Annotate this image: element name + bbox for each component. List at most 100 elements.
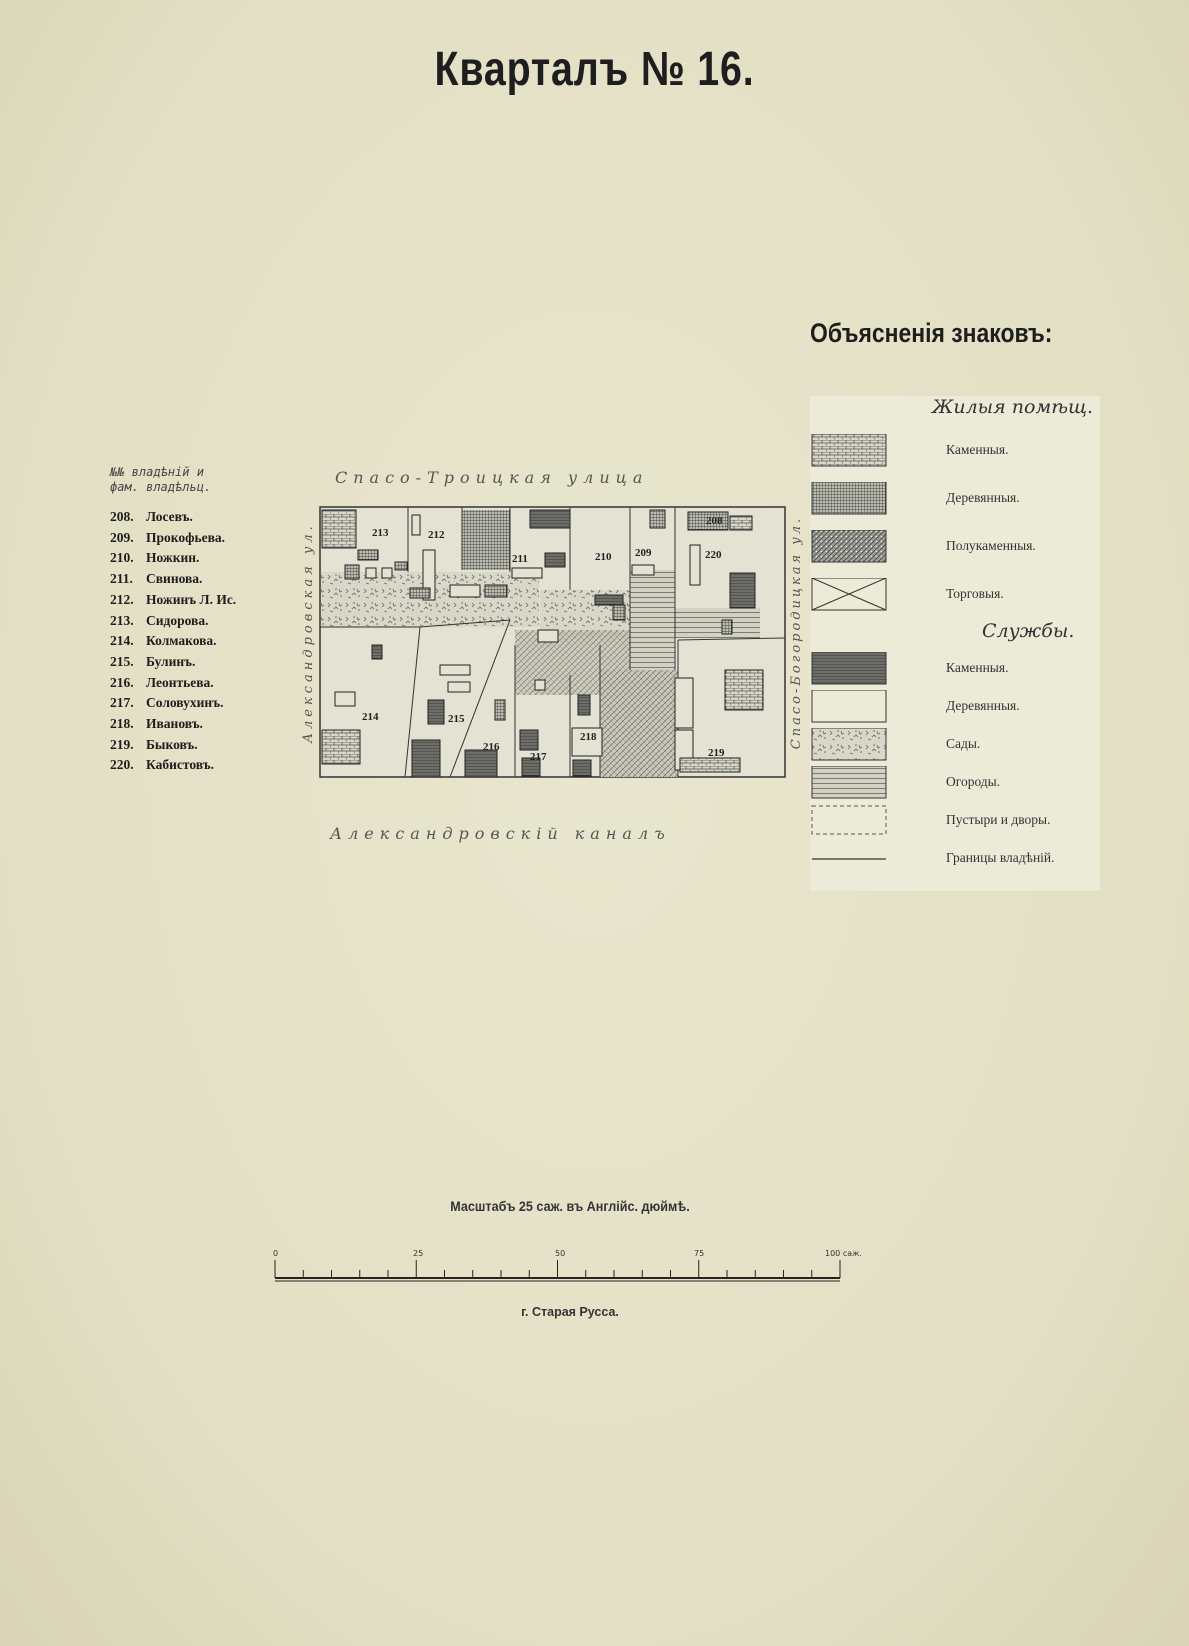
legend-item-vegetable: Огороды.: [810, 766, 1100, 800]
owner-number: 214.: [110, 633, 134, 649]
legend-label: Границы владѣній.: [946, 850, 1055, 865]
swatch-vacant: [811, 805, 887, 835]
legend-label: Каменныя.: [946, 442, 1009, 457]
legend-title: Объясненія знаковъ:: [810, 318, 1053, 348]
legend-label: Пустыри и дворы.: [946, 812, 1051, 827]
lot-number: 208: [706, 515, 723, 527]
owner-row: 214. Колмакова.: [110, 631, 280, 652]
owner-row: 213. Сидорова.: [110, 611, 280, 632]
owner-number: 210.: [110, 550, 134, 566]
legend-panel: Жилыя помѣщ. Каменныя. Деревянныя. Полук…: [810, 396, 1100, 891]
legend-item-res-stone: Каменныя.: [810, 434, 1100, 468]
lot-number: 218: [580, 731, 597, 743]
scale-tick-label: 25: [413, 1249, 423, 1258]
swatch-gardens: [811, 728, 887, 761]
owner-row: 209.Прокофьева.: [110, 528, 280, 549]
lot-number: 217: [530, 751, 547, 763]
swatch-svc-stone: [811, 652, 887, 685]
owner-row: 215. Булинъ.: [110, 652, 280, 673]
lot-number: 215: [448, 713, 465, 725]
lot-numbers: 213 212 211 210 209 208 220 214 215 216 …: [362, 515, 725, 763]
owner-name: Лосевъ.: [146, 509, 193, 524]
owner-number: 211.: [110, 571, 133, 587]
owner-number: 212.: [110, 591, 134, 607]
owner-row: 208. Лосевъ.: [110, 507, 280, 528]
owner-number: 220.: [110, 757, 134, 773]
owner-number: 218.: [110, 716, 134, 732]
owners-header-line2: фам. владѣльц.: [110, 480, 212, 494]
owner-number: 219.: [110, 736, 134, 752]
scale-tick-label: 75: [694, 1249, 704, 1258]
owner-name: Колмакова.: [146, 633, 217, 649]
swatch-res-stone: [811, 434, 887, 467]
legend-label: Торговыя.: [946, 586, 1004, 601]
legend-item-vacant: Пустыри и дворы.: [810, 804, 1100, 838]
swatch-borders: [812, 858, 886, 860]
scale-tick-label: 0: [273, 1249, 278, 1258]
owner-row: 217. Соловухинъ.: [110, 693, 280, 714]
legend-label: Деревянныя.: [946, 698, 1020, 713]
legend: Объясненія знаковъ: Жилыя помѣщ. Каменны…: [810, 318, 1100, 891]
vegetable-area: [660, 608, 760, 638]
lot-number: 220: [705, 549, 722, 561]
map-drawing: 213 212 211 210 209 208 220 214 215 216 …: [319, 506, 786, 778]
swatch-res-semi: [811, 530, 887, 563]
street-bottom-label: Александровскій каналъ: [330, 824, 671, 843]
owner-row: 220. Кабистовъ.: [110, 755, 280, 776]
lot-number: 214: [362, 711, 379, 723]
lot-number: 213: [372, 527, 389, 539]
owner-name: Соловухинъ.: [146, 695, 224, 711]
legend-label: Каменныя.: [946, 660, 1009, 675]
scale-title: Масштабъ 25 саж. въ Англійс. дюймѣ.: [450, 1198, 690, 1214]
owner-name: Леонтьева.: [146, 674, 214, 690]
owner-name: Ивановъ.: [146, 716, 203, 732]
owner-row: 218. Ивановъ.: [110, 714, 280, 735]
owner-name: Быковъ.: [146, 736, 198, 752]
owner-row: 212.Ножинъ Л. Ис.: [110, 590, 280, 611]
legend-label: Огороды.: [946, 774, 1001, 789]
lot-number: 216: [483, 741, 500, 753]
scale-ruler: 0 25 50 75 100 саж.: [273, 1249, 862, 1282]
scale-tick-label: 50: [555, 1249, 565, 1258]
owner-number: 208.: [110, 509, 134, 524]
owner-number: 216.: [110, 674, 134, 690]
owners-header: №№ владѣній и фам. владѣльц.: [110, 465, 280, 495]
scale-tick-label: 100 саж.: [825, 1249, 862, 1258]
owner-row: 216. Леонтьева.: [110, 673, 280, 694]
legend-item-borders: Границы владѣній.: [810, 842, 1100, 876]
owner-row: 219. Быковъ.: [110, 735, 280, 756]
block-map: Спасо-Троицкая улица Александровскій кан…: [290, 460, 850, 860]
owner-name: Свинова.: [146, 571, 203, 587]
legend-residential-header: Жилыя помѣщ.: [932, 396, 1094, 418]
wood-building: [462, 510, 510, 570]
owner-name: Сидорова.: [146, 612, 209, 628]
street-top-label: Спасо-Троицкая улица: [335, 468, 649, 487]
owner-number: 215.: [110, 653, 134, 669]
legend-item-gardens: Сады.: [810, 728, 1100, 762]
legend-item-svc-stone: Каменныя.: [810, 652, 1100, 686]
owner-name: Кабистовъ.: [146, 757, 214, 773]
owner-row: 211. Свинова.: [110, 569, 280, 590]
legend-label: Деревянныя.: [946, 490, 1020, 505]
owner-name: Булинъ.: [146, 653, 196, 669]
lot-number: 212: [428, 529, 445, 541]
lot-number: 219: [708, 747, 725, 759]
owner-row: 210. Ножкин.: [110, 548, 280, 569]
owner-name: Ножкин.: [146, 550, 200, 566]
lot-number: 210: [595, 551, 612, 563]
owner-number: 213.: [110, 612, 134, 628]
swatch-res-trade: [811, 578, 887, 611]
legend-item-res-wood: Деревянныя.: [810, 482, 1100, 516]
swatch-svc-wood: [811, 690, 887, 723]
owner-rows: 208. Лосевъ. 209.Прокофьева.210. Ножкин. 211…: [110, 507, 280, 776]
legend-item-svc-wood: Деревянныя.: [810, 690, 1100, 724]
page-title: Кварталъ № 16.: [434, 43, 755, 96]
swatch-vegetable: [811, 766, 887, 799]
legend-label: Полукаменныя.: [946, 538, 1036, 553]
owners-list: №№ владѣній и фам. владѣльц. 208. Лосевъ.…: [110, 465, 280, 776]
buildings: [321, 509, 764, 778]
legend-item-res-trade: Торговыя.: [810, 578, 1100, 612]
hatched-yard: [600, 670, 678, 777]
owner-number: 217.: [110, 695, 134, 711]
